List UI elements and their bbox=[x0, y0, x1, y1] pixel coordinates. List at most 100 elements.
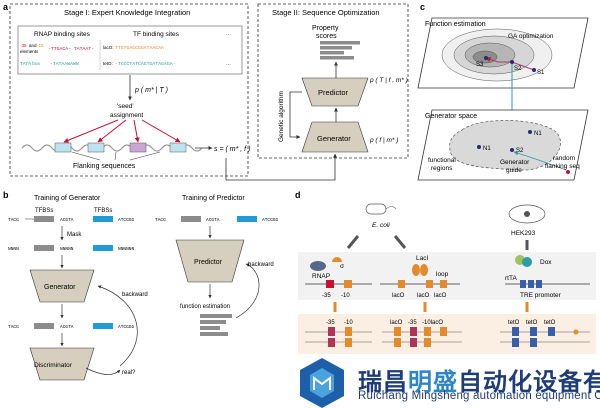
generator-guide-label-1: Generator bbox=[500, 159, 530, 166]
ecoli-icon bbox=[365, 203, 397, 215]
n1-label: N1 bbox=[483, 146, 491, 152]
property-score-bars bbox=[320, 41, 360, 60]
svg-text:ATCGGG: ATCGGG bbox=[118, 217, 135, 223]
prob-predictor: p ( T | f , m* ) bbox=[369, 77, 408, 84]
random-flank-label-1: random bbox=[553, 155, 575, 162]
b-generator-label: Generator bbox=[44, 284, 76, 291]
label-minus10: -10 bbox=[37, 43, 44, 48]
ga-optimization-label: GA optimization bbox=[508, 33, 554, 40]
functional-regions-label-1: functional bbox=[428, 157, 456, 164]
fe-bar-3 bbox=[200, 326, 220, 330]
rnap-label: RNAP bbox=[312, 273, 330, 280]
prob-generator: p ( f | m* ) bbox=[369, 137, 398, 144]
laci-label: LacI bbox=[416, 255, 428, 262]
minus35-box bbox=[326, 280, 334, 288]
laco-box-3 bbox=[440, 280, 447, 288]
red-arrow-4 bbox=[141, 119, 181, 143]
panel-a-letter: a bbox=[3, 2, 9, 12]
b-generator-trapezoid bbox=[29, 269, 95, 303]
rnap-icon bbox=[310, 261, 326, 271]
red-arrow-1 bbox=[63, 119, 119, 143]
stage1-title: Stage I: Expert Knowledge Integration bbox=[64, 8, 190, 17]
watermark-english: Ruichang Mingsheng automation equipment … bbox=[358, 390, 600, 402]
label-and: and bbox=[29, 43, 37, 48]
svg-text:NNNNN: NNNNN bbox=[60, 246, 74, 252]
svg-text:TACG: TACG bbox=[8, 217, 19, 223]
svg-text:ACGTA: ACGTA bbox=[60, 324, 74, 330]
outline-arrow-left bbox=[346, 235, 360, 249]
lacO-tag: lacO: bbox=[103, 45, 114, 50]
s2-label: S2 bbox=[514, 66, 522, 72]
watermark-cn-part1: 瑞昌 bbox=[358, 368, 408, 396]
svg-text:tetO: tetO bbox=[508, 320, 520, 326]
minus10-box bbox=[344, 280, 352, 288]
pred-seq-row: TACG ACGTA ATCGGG bbox=[155, 216, 279, 223]
backward-label-1: backward bbox=[122, 292, 148, 298]
rnap-seq-2: -TATAAWAWN bbox=[50, 61, 79, 67]
score-bar-3 bbox=[320, 51, 344, 55]
outline-arrow-mid bbox=[393, 235, 407, 249]
real-arrow bbox=[85, 367, 121, 375]
predictor-trapezoid bbox=[301, 77, 369, 107]
discriminator-trapezoid bbox=[29, 347, 95, 381]
function-est-bars bbox=[200, 314, 232, 336]
hek293-cell-icon bbox=[508, 204, 546, 224]
svg-text:-10lacO: -10lacO bbox=[422, 320, 443, 326]
teto-mini-2 bbox=[528, 280, 534, 288]
flanking-label: Flanking sequences bbox=[73, 163, 136, 170]
function-estimation-label: Function estimation bbox=[425, 21, 486, 28]
d-minus35: -35 bbox=[322, 293, 331, 299]
function-estimation-label-b: function estimation bbox=[180, 304, 230, 310]
s3-label: S3 bbox=[476, 62, 484, 68]
tf-header: TF binding sites bbox=[133, 31, 180, 38]
red-arrow-2 bbox=[97, 119, 127, 143]
loop-label: loop bbox=[436, 271, 449, 278]
generator-label: Generator bbox=[317, 134, 351, 143]
predictor-label: Predictor bbox=[318, 88, 349, 97]
svg-text:-10: -10 bbox=[344, 320, 353, 326]
svg-text:-35: -35 bbox=[326, 320, 335, 326]
ellipsis-top: ... bbox=[226, 31, 231, 37]
s2-space-label: S2 bbox=[516, 148, 524, 154]
panel-c-letter: c bbox=[420, 2, 425, 12]
ellipsis-bottom: ... bbox=[226, 61, 231, 67]
seed-box-1 bbox=[54, 142, 72, 153]
label-elements: elements bbox=[20, 49, 39, 54]
laco-box-1 bbox=[398, 280, 405, 288]
teto-mini-1 bbox=[520, 280, 526, 288]
stage2-title: Stage II: Sequence Optimization bbox=[272, 8, 380, 17]
gen-seq-row-out: TACG ACGTA ATCGGG bbox=[8, 323, 135, 330]
ga-label: Genetic algorithm bbox=[278, 91, 285, 142]
rtta-label: rtTA bbox=[505, 275, 517, 282]
backward-label-2: backward bbox=[248, 262, 274, 268]
hek293-label: HEK293 bbox=[511, 230, 536, 237]
prob-m-given-t: p ( m* | T ) bbox=[134, 87, 168, 94]
svg-text:TACG: TACG bbox=[8, 324, 19, 330]
b-predictor-trapezoid bbox=[175, 239, 245, 283]
d-laco-1: lacO bbox=[392, 293, 405, 299]
fe-bar-4 bbox=[200, 332, 228, 336]
svg-text:tetO: tetO bbox=[526, 320, 538, 326]
contour-map bbox=[441, 28, 553, 82]
d-laco-3: lacO bbox=[434, 293, 447, 299]
seed-box-3 bbox=[129, 142, 147, 153]
teto-mini-3 bbox=[536, 280, 542, 288]
flank-pointer-2 bbox=[114, 151, 117, 161]
label-minus35: -35 bbox=[20, 43, 27, 48]
circuit-background bbox=[298, 252, 596, 300]
backward-arrow-gen bbox=[97, 285, 138, 367]
laci-repressor-icon bbox=[412, 264, 428, 276]
svg-text:ACGTA: ACGTA bbox=[60, 217, 74, 223]
s-formula: s = ( m* , f ) bbox=[214, 146, 250, 153]
designed-circuit-1: -35 -10 bbox=[305, 320, 372, 347]
rnap-header: RNAP binding sites bbox=[34, 31, 91, 38]
ga-path bbox=[485, 57, 535, 71]
train-pred-title: Training of Predictor bbox=[182, 195, 245, 202]
designed-circuit-2: lacO -35 -10lacO bbox=[382, 320, 462, 347]
seed-label: 'seed' bbox=[117, 103, 134, 110]
score-bar-4 bbox=[320, 56, 354, 60]
d-laco-2: lacO bbox=[417, 293, 430, 299]
s1-point bbox=[532, 68, 536, 72]
flank-pointer-3 bbox=[129, 151, 161, 161]
